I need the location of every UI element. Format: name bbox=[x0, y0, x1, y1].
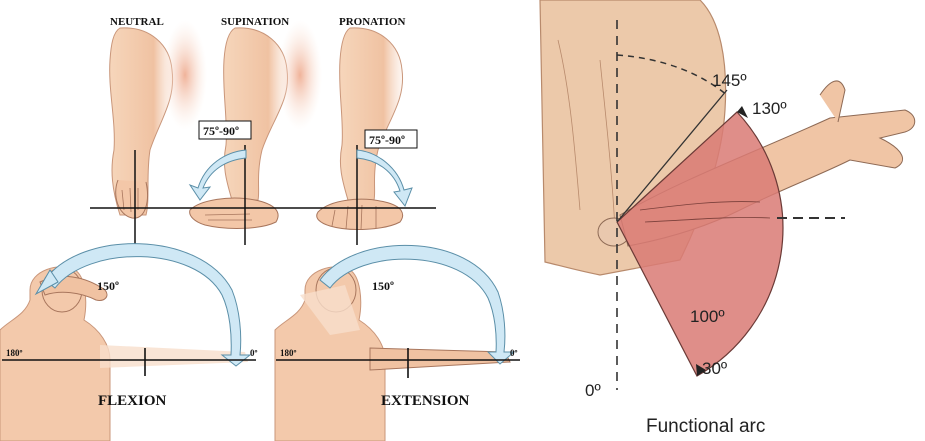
extension-panel: 150º 180º 0º EXTENSION bbox=[275, 245, 520, 441]
angle-100-label: 100º bbox=[690, 307, 725, 326]
pronation-label: PRONATION bbox=[339, 16, 405, 28]
supination-range-label: 75º-90º bbox=[203, 124, 239, 138]
flexion-label: FLEXION bbox=[98, 393, 167, 409]
extension-label: EXTENSION bbox=[381, 393, 470, 409]
angle-30-label: 30º bbox=[702, 359, 727, 378]
flexion-angle-label: 150º bbox=[97, 279, 119, 293]
forearm-rotation-panel: NEUTRAL SUPINATION PRONATION 75º-90º 75º… bbox=[90, 16, 436, 245]
angle-130-label: 130º bbox=[752, 99, 787, 118]
flexion-0-tick: 0º bbox=[250, 348, 258, 358]
extension-0-tick: 0º bbox=[510, 348, 518, 358]
flexion-180-tick: 180º bbox=[6, 348, 23, 358]
pronation-range-label: 75º-90º bbox=[369, 133, 405, 147]
elbow-arc-panel: 145º 130º 100º 30º 0º Functional arc bbox=[540, 0, 915, 437]
extension-180-tick: 180º bbox=[280, 348, 297, 358]
flexion-panel: 150º 180º 0º FLEXION bbox=[0, 244, 258, 441]
angle-145-label: 145º bbox=[712, 71, 747, 90]
functional-arc-caption: Functional arc bbox=[646, 416, 765, 437]
neutral-label: NEUTRAL bbox=[110, 16, 164, 28]
angle-0-label: 0º bbox=[585, 381, 601, 400]
supination-label: SUPINATION bbox=[221, 16, 289, 28]
extension-angle-label: 150º bbox=[372, 279, 394, 293]
